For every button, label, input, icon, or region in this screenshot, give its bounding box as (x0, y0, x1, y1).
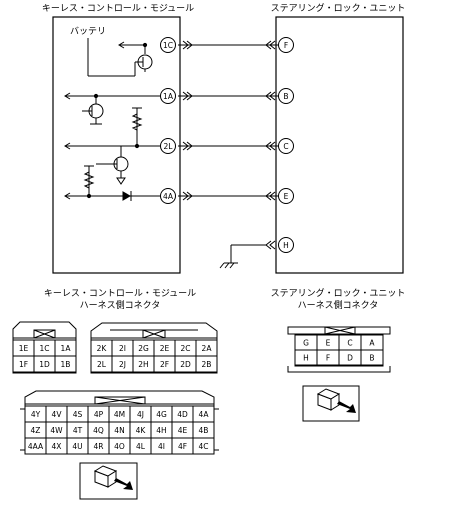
svg-text:B: B (283, 92, 288, 101)
unit-connector-title-2: ハーネス側コネクタ (298, 299, 379, 311)
svg-text:1C: 1C (163, 41, 173, 50)
conn_c-pin-label: 4O (114, 442, 125, 451)
module-title: キーレス・コントロール・モジュール (42, 4, 194, 14)
conn_b-pin-label: 2J (119, 360, 126, 369)
conn_c-pin-label: 4Y (31, 410, 41, 419)
module-connector-title-1: キーレス・コントロール・モジュール (44, 289, 196, 299)
conn_a-pin-label: 1C (39, 344, 49, 353)
svg-text:F: F (284, 41, 288, 50)
conn_c-pin-label: 4F (178, 442, 187, 451)
conn_c-pin-label: 4K (136, 426, 147, 435)
conn_b-pin-label: 2K (97, 344, 108, 353)
conn_d-pin-label: A (369, 339, 375, 348)
conn_c-pin-label: 4A (199, 410, 210, 419)
conn_d-cell (360, 349, 384, 366)
conn_b-pin-label: 2H (138, 360, 148, 369)
pin-1a-circuit (64, 92, 160, 125)
conn_a-pin-label: 1A (61, 344, 72, 353)
conn_c-pin-label: 4J (137, 410, 144, 419)
module-box (52, 16, 181, 274)
conn_d-pin-label: D (347, 354, 353, 363)
conn_d-pin-label: F (326, 354, 330, 363)
conn_c-pin-label: 4V (52, 410, 63, 419)
unit-title: ステアリング・ロック・ユニット (271, 2, 406, 14)
conn_c-pin-label: 4U (72, 442, 82, 451)
conn_c-pin-label: 4D (177, 410, 188, 419)
conn_c-pin-label: 4R (94, 442, 104, 451)
svg-text:C: C (283, 142, 288, 151)
module-connector-title-2: ハーネス側コネクタ (80, 299, 161, 311)
conn_c-pin-label: 4E (178, 426, 188, 435)
conn_c-pin-label: 4G (156, 410, 167, 419)
conn_b-pin-label: 2I (119, 344, 126, 353)
conn_c-pin-label: 4S (73, 410, 83, 419)
conn_d-pin-label: C (347, 339, 352, 348)
conn_c-pin-label: 4M (114, 410, 125, 419)
svg-text:E: E (284, 192, 289, 201)
conn_c-pin-label: 4H (156, 426, 166, 435)
conn_b-pin-label: 2G (138, 344, 149, 353)
unit-connector-title-1: ステアリング・ロック・ユニット (271, 287, 406, 299)
svg-text:4A: 4A (163, 192, 174, 201)
conn_b-pin-label: 2B (202, 360, 212, 369)
conn_d-pin-label: B (369, 354, 374, 363)
battery-circuit (87, 38, 153, 77)
conn_c-pin-label: 4C (198, 442, 208, 451)
conn_b-pin-label: 2D (180, 360, 191, 369)
conn_a-pin-label: 1B (61, 360, 71, 369)
conn_b-pin-label: 2L (97, 360, 107, 369)
conn_c-pin-label: 4P (94, 410, 104, 419)
conn_c-pin-label: 4B (199, 426, 209, 435)
conn_c-pin-label: 4X (52, 442, 62, 451)
insert-direction-icon-module (79, 462, 138, 500)
conn_d-pin-label: H (303, 354, 309, 363)
conn_c-pin-label: 4W (50, 426, 63, 435)
battery-label: バッテリ (70, 26, 106, 37)
conn_c-pin-label: 4L (136, 442, 146, 451)
svg-text:2L: 2L (164, 142, 174, 151)
harness-wires (178, 40, 278, 269)
unit-box (275, 16, 404, 274)
svg-text:H: H (283, 241, 289, 250)
pin-2l-circuit (64, 107, 160, 185)
conn_a-pin-label: 1E (19, 344, 29, 353)
module-pin-badges: 1C 1A 2L 4A (160, 37, 176, 204)
unit-pin-badges: F B C E H (278, 37, 294, 253)
conn_b-pin-label: 2F (160, 360, 169, 369)
conn_c-pin-label: 4Z (31, 426, 41, 435)
conn_a-pin-label: 1D (39, 360, 50, 369)
conn_a-cell (54, 355, 77, 373)
insert-direction-icon-unit (302, 385, 360, 422)
conn_c-pin-label: 4Q (93, 426, 104, 435)
conn_b-pin-label: 2A (202, 344, 213, 353)
conn_b-cell (195, 355, 218, 373)
conn_c-pin-label: 4N (114, 426, 124, 435)
conn_d-pin-label: G (303, 339, 309, 348)
conn_d-pin-label: E (326, 339, 331, 348)
conn_b-pin-label: 2E (160, 344, 170, 353)
svg-text:1A: 1A (163, 92, 174, 101)
conn_c-pin-label: 4T (73, 426, 83, 435)
conn_a-pin-label: 1F (19, 360, 28, 369)
pin-4a-circuit (64, 165, 160, 201)
conn_c-pin-label: 4I (158, 442, 165, 451)
conn_c-cell (192, 437, 215, 455)
conn_c-pin-label: 4AA (28, 442, 44, 451)
conn_b-pin-label: 2C (180, 344, 190, 353)
